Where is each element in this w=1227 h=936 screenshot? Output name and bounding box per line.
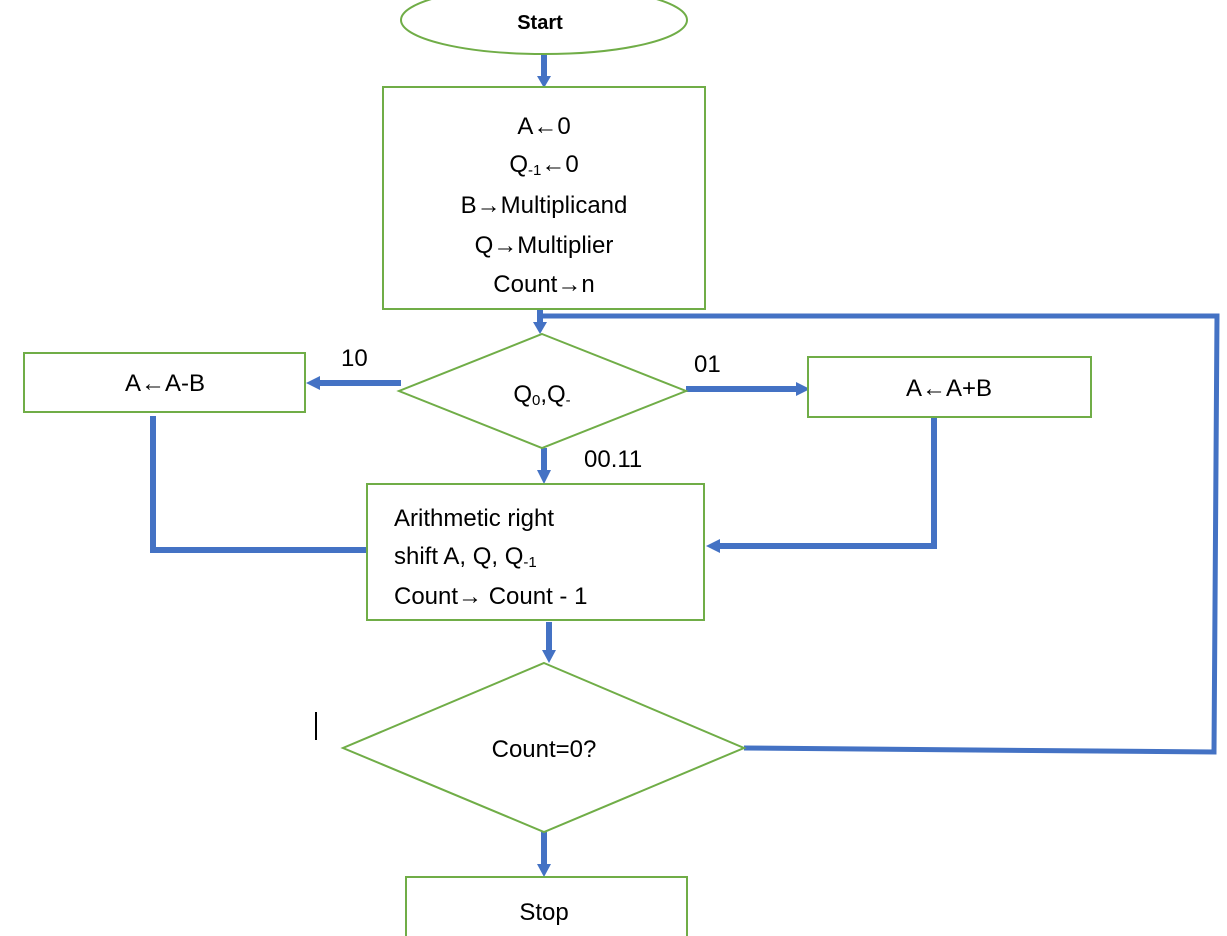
start-terminal — [400, 0, 688, 55]
arrowhead — [796, 382, 810, 396]
decision-q0-q-1 — [396, 332, 689, 450]
arrowhead — [537, 864, 551, 877]
shift-line-2: shift A, Q, Q-1 — [394, 543, 537, 571]
start-label: Start — [517, 12, 563, 34]
decision-q-label: Q0,Q- — [513, 381, 570, 409]
arrowhead — [706, 539, 720, 553]
stop-terminal — [405, 876, 688, 936]
stop-label: Stop — [519, 899, 568, 926]
shift-line-1: Arithmetic right — [394, 505, 554, 532]
shift-process-box — [366, 483, 705, 621]
arrowhead — [533, 322, 547, 334]
subtract-process-box — [23, 352, 306, 413]
decision-count-label: Count=0? — [492, 736, 597, 763]
add-label: A←A+B — [906, 375, 992, 402]
edge-label-01: 01 — [694, 351, 721, 378]
decision-count-zero — [340, 661, 747, 834]
init-line-q: Q→Multiplier — [475, 232, 614, 259]
arrowhead — [537, 76, 551, 88]
init-line-count: Count→n — [493, 271, 594, 298]
connector-subtract-shift — [150, 416, 367, 553]
arrowhead — [542, 650, 556, 663]
init-line-a: A←0 — [517, 113, 570, 140]
init-line-b: B→Multiplicand — [461, 192, 628, 219]
edge-label-00-11: 00.11 — [584, 446, 642, 473]
edge-label-10: 10 — [341, 345, 368, 372]
subtract-label: A←A-B — [125, 370, 205, 397]
init-process-box — [382, 86, 706, 310]
shift-line-3: Count→ Count - 1 — [394, 583, 587, 610]
arrowhead — [306, 376, 320, 390]
connector-add-shift — [718, 418, 937, 549]
arrowhead — [537, 470, 551, 484]
connector-loop-back — [541, 313, 1220, 755]
init-line-q1: Q-1←0 — [509, 151, 578, 179]
add-process-box — [807, 356, 1092, 418]
